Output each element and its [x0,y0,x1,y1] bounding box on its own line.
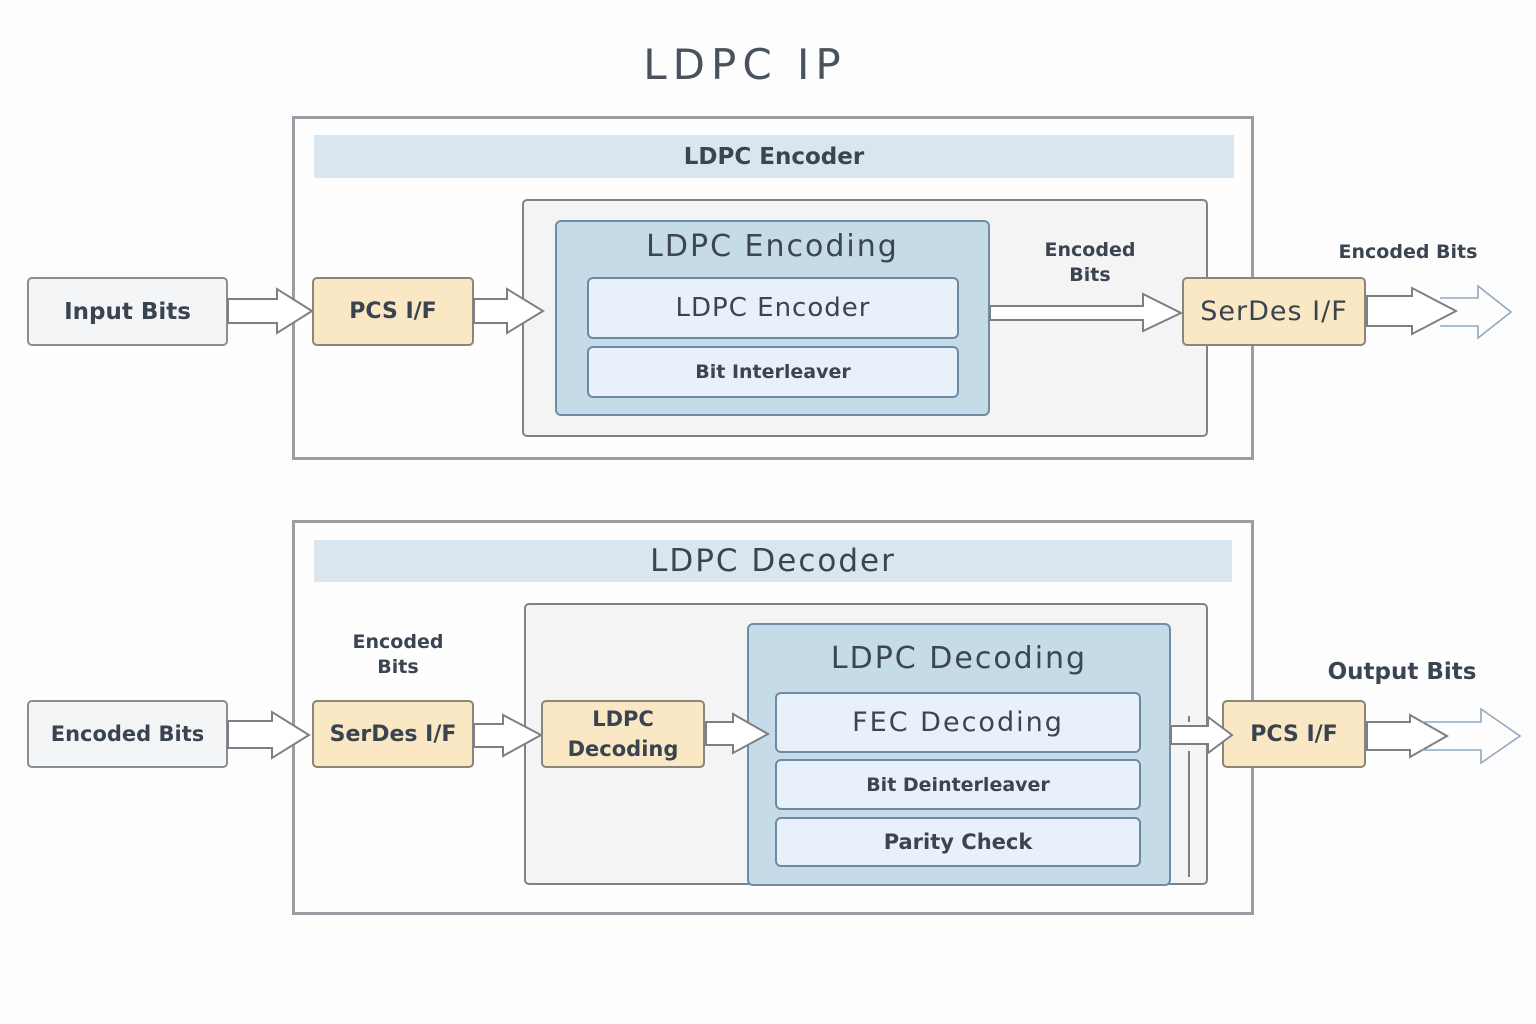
decoder-input-encoded-bits-block[interactable]: Encoded Bits [27,700,228,768]
label-line: Encoded [1044,239,1136,261]
label-line: Encoded [352,631,444,653]
decoder-pcs-if-block[interactable]: PCS I/F [1222,700,1366,768]
label-line: Bits [377,656,419,678]
ldpc-decoding-line2: Decoding [567,737,679,761]
ldpc-decoding-title: LDPC Decoding [830,641,1088,676]
encoder-serdes-if-block[interactable]: SerDes I/F [1182,277,1366,346]
arrow-serdes-out [1366,286,1459,336]
arrow-decoder-output-ghost [1420,707,1522,765]
ldpc-decoding-block[interactable]: LDPC Decoding [541,700,705,768]
decoder-section-title: LDPC Decoder [314,540,1232,582]
decoder-output-label: Output Bits [1327,659,1477,685]
encoder-mid-encoded-bits-label: Encoded Bits [1020,238,1160,288]
ldpc-encoder-block[interactable]: LDPC Encoder [587,277,959,339]
arrow-pcs-out [1366,713,1450,759]
decoder-pre-encoded-bits-label: Encoded Bits [330,630,466,680]
decoder-serdes-if-block[interactable]: SerDes I/F [312,700,474,768]
bit-interleaver-block[interactable]: Bit Interleaver [587,346,959,398]
input-bits-block[interactable]: Input Bits [27,277,228,346]
encoder-section-title: LDPC Encoder [314,135,1234,178]
ldpc-encoding-title: LDPC Encoding [646,229,899,264]
diagram-title: LDPC IP [643,40,847,89]
encoder-output-label: Encoded Bits [1338,241,1478,263]
bit-deinterleaver-block[interactable]: Bit Deinterleaver [775,759,1141,810]
parity-check-block[interactable]: Parity Check [775,817,1141,867]
encoder-pcs-if-block[interactable]: PCS I/F [312,277,474,346]
label-line: Bits [1069,264,1111,286]
fec-decoding-block[interactable]: FEC Decoding [775,692,1141,753]
ldpc-decoding-line1: LDPC [592,707,654,731]
arrow-encoder-output-ghost [1440,284,1513,340]
